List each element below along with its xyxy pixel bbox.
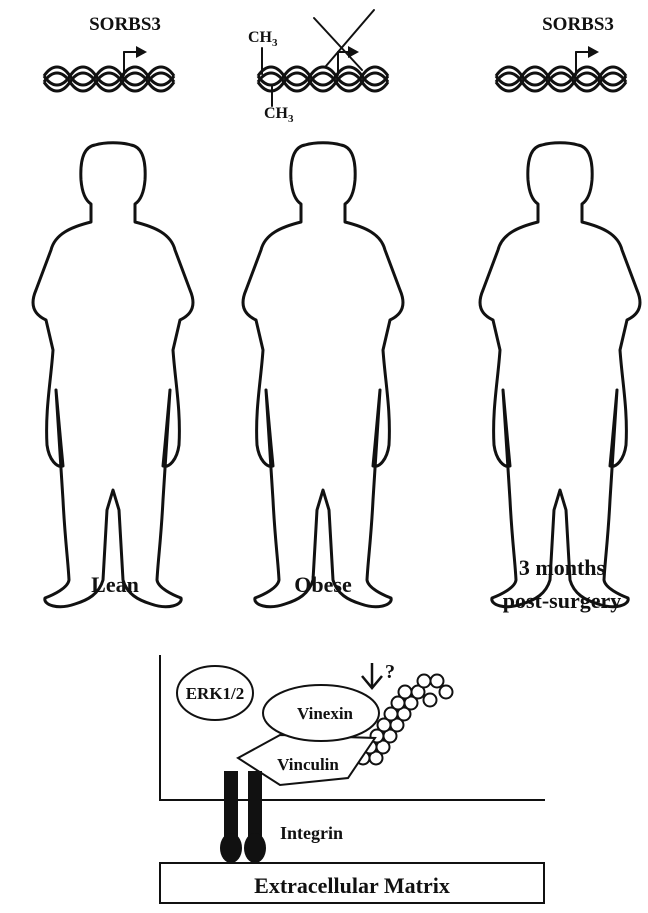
- vinculin-label: Vinculin: [277, 755, 339, 774]
- vinexin-label: Vinexin: [297, 704, 354, 723]
- pathway-diagram: Vinculin ERK1/2 Vinexin ? Integrin Extra…: [160, 655, 545, 903]
- obese-person-icon: [243, 143, 403, 607]
- gene-label-lean: SORBS3: [89, 14, 161, 35]
- methyl-label-top: CH3: [248, 29, 278, 49]
- down-arrow-icon: [362, 663, 382, 688]
- integrin-label: Integrin: [280, 823, 343, 843]
- integrin-icon: [220, 771, 266, 863]
- panel-label-post-line1: 3 months: [519, 555, 606, 580]
- panel-label-lean: Lean: [91, 572, 139, 597]
- dna-helix-icon: [44, 67, 174, 91]
- question-mark: ?: [385, 661, 395, 683]
- dna-helix-icon: [258, 67, 388, 91]
- panel-obese: CH3 CH3 Obese: [243, 10, 403, 607]
- panel-post-surgery: SORBS3 3 months post-surgery: [480, 14, 640, 613]
- extracellular-matrix-label: Extracellular Matrix: [254, 873, 450, 898]
- panel-label-post-line2: post-surgery: [503, 588, 622, 613]
- panel-label-obese: Obese: [294, 572, 352, 597]
- blocked-transcription-arrow-icon: [314, 10, 374, 75]
- erk-label: ERK1/2: [186, 684, 245, 703]
- post-surgery-person-icon: [480, 143, 640, 607]
- dna-helix-icon: [496, 67, 626, 91]
- lean-person-icon: [33, 143, 193, 607]
- panel-lean: SORBS3 Lean: [33, 14, 193, 607]
- methyl-label-bottom: CH3: [264, 105, 294, 125]
- gene-label-post: SORBS3: [542, 14, 614, 35]
